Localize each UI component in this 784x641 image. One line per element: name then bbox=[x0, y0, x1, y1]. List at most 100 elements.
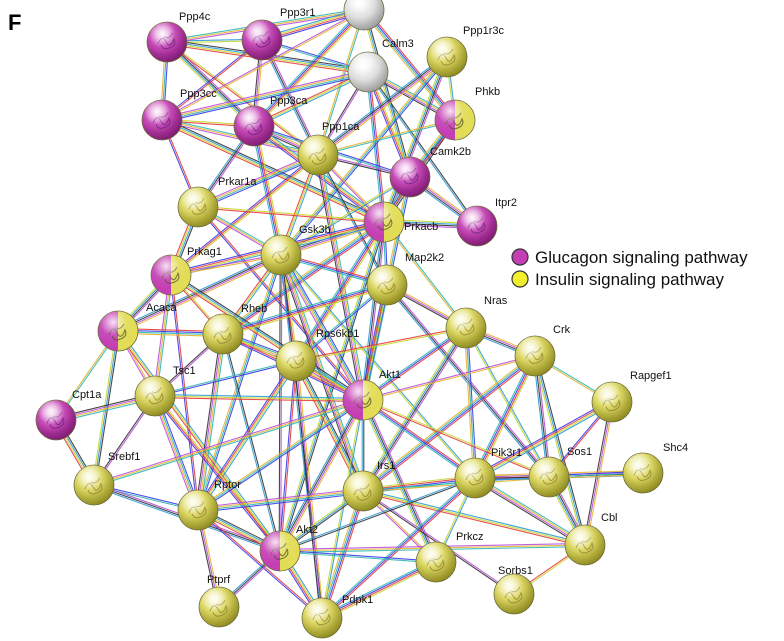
edge-strand bbox=[473, 479, 585, 548]
edge-nras-irs1 bbox=[360, 326, 469, 493]
node-highlight bbox=[276, 341, 316, 381]
node-label-itpr2: Itpr2 bbox=[495, 197, 517, 209]
node-crk[interactable]: Crk bbox=[514, 324, 571, 377]
edge-strand bbox=[368, 71, 479, 226]
edge-rptor-pdpk1 bbox=[197, 508, 323, 620]
edge-strand bbox=[296, 360, 365, 491]
node-prkar1a[interactable]: Prkar1a bbox=[177, 176, 257, 228]
edge-strand bbox=[222, 220, 384, 334]
node-sorbs1[interactable]: Sorbs1 bbox=[493, 565, 535, 615]
edge-strand bbox=[361, 326, 466, 400]
edge-strand bbox=[475, 403, 614, 481]
node-akt2[interactable]: Akt2 bbox=[259, 524, 318, 572]
edge-strand bbox=[366, 72, 477, 227]
node-akt1[interactable]: Akt1 bbox=[342, 369, 401, 421]
edge-ppp1ca-akt1 bbox=[315, 154, 366, 401]
node-shc4[interactable]: Shc4 bbox=[622, 442, 688, 494]
node-highlight bbox=[343, 471, 383, 511]
edge-strand bbox=[253, 71, 369, 127]
node-ptprf[interactable]: Ptprf bbox=[198, 574, 240, 628]
node-calm3[interactable]: Calm3 bbox=[347, 38, 414, 93]
node-ppp3r1[interactable]: Ppp3r1 bbox=[241, 7, 315, 61]
edge-strand bbox=[280, 361, 298, 552]
edge-crk-akt1 bbox=[362, 354, 536, 402]
node-highlight bbox=[151, 255, 191, 295]
edge-strand bbox=[297, 359, 366, 491]
node-highlight bbox=[348, 52, 388, 92]
edge-map2k2-rheb bbox=[222, 282, 388, 337]
edge-pik3r1-akt2 bbox=[279, 476, 476, 553]
edge-strand bbox=[280, 549, 437, 562]
node-ppp3ca[interactable]: Ppp3ca bbox=[233, 95, 308, 147]
edge-strand bbox=[162, 117, 386, 221]
edge-rps6kb1-irs1 bbox=[293, 359, 366, 493]
edge-strand bbox=[360, 400, 435, 564]
node-nras[interactable]: Nras bbox=[445, 295, 508, 349]
edge-strand bbox=[196, 398, 363, 510]
node-acaca[interactable]: Acaca bbox=[97, 302, 177, 352]
node-gsk3b[interactable]: Gsk3b bbox=[260, 224, 331, 276]
node-prkcz[interactable]: Prkcz bbox=[415, 531, 484, 583]
edge-strand bbox=[464, 328, 549, 478]
edge-strand bbox=[360, 326, 465, 491]
node-cbl[interactable]: Cbl bbox=[564, 512, 618, 566]
node-label-ppp3cc: Ppp3cc bbox=[180, 88, 217, 100]
node-rptor[interactable]: Rptor bbox=[177, 479, 241, 531]
node-pik3r1[interactable]: Pik3r1 bbox=[454, 447, 522, 499]
node-phkb[interactable]: Phkb bbox=[434, 86, 500, 141]
edge-strand bbox=[221, 219, 383, 333]
node-label-phkb: Phkb bbox=[475, 86, 500, 98]
edge-ppp3r1-ppp3cc bbox=[161, 38, 263, 122]
edge-strand bbox=[162, 73, 369, 123]
node-sos1[interactable]: Sos1 bbox=[528, 446, 592, 498]
legend-label-insulin: Insulin signaling pathway bbox=[535, 270, 725, 289]
node-prkag1[interactable]: Prkag1 bbox=[150, 246, 222, 296]
node-camk2b[interactable]: Camk2b bbox=[389, 146, 471, 198]
edge-strand bbox=[385, 57, 450, 224]
node-label-akt2: Akt2 bbox=[296, 524, 318, 536]
edge-strand bbox=[385, 285, 549, 479]
node-itpr2[interactable]: Itpr2 bbox=[456, 197, 517, 247]
edge-ppp1ca-prkag1 bbox=[169, 153, 320, 277]
edge-strand bbox=[161, 70, 368, 120]
edge-strand bbox=[362, 492, 585, 548]
edge-rapgef1-pik3r1 bbox=[473, 399, 614, 481]
edge-prkacb-nras bbox=[382, 221, 468, 329]
node-ppp3cc[interactable]: Ppp3cc bbox=[141, 88, 217, 141]
edge-strand bbox=[361, 11, 454, 122]
node-highlight bbox=[343, 380, 383, 420]
edge-strand bbox=[198, 155, 319, 209]
edge-strand bbox=[222, 283, 387, 334]
node-ppp1r3c[interactable]: Ppp1r3c bbox=[426, 25, 504, 78]
node-highlight bbox=[98, 311, 138, 351]
edge-strand bbox=[154, 359, 296, 396]
node-highlight bbox=[455, 458, 495, 498]
node-ppp1ca[interactable]: Ppp1ca bbox=[297, 121, 360, 176]
node-ppp4c[interactable]: Ppp4c bbox=[146, 11, 211, 63]
edge-strand bbox=[532, 356, 584, 546]
edge-strand bbox=[197, 510, 322, 620]
node-topgrey[interactable] bbox=[343, 0, 385, 31]
edge-strand bbox=[367, 71, 385, 223]
edge-strand bbox=[197, 254, 282, 511]
node-rps6kb1[interactable]: Rps6kb1 bbox=[275, 328, 359, 382]
node-label-calm3: Calm3 bbox=[382, 38, 414, 50]
edge-strand bbox=[282, 253, 366, 400]
edge-strand bbox=[162, 40, 263, 122]
node-srebf1[interactable]: Srebf1 bbox=[73, 451, 140, 506]
node-prkacb[interactable]: Prkacb bbox=[363, 201, 438, 243]
edge-strand bbox=[322, 563, 438, 621]
edge-strand bbox=[315, 155, 362, 401]
node-rapgef1[interactable]: Rapgef1 bbox=[591, 370, 672, 423]
edge-strand bbox=[362, 327, 467, 401]
node-cpt1a[interactable]: Cpt1a bbox=[35, 389, 102, 441]
node-tsc1[interactable]: Tsc1 bbox=[134, 365, 196, 417]
node-rheb[interactable]: Rheb bbox=[202, 303, 267, 355]
edge-strand bbox=[318, 154, 389, 285]
node-label-ptprf: Ptprf bbox=[207, 574, 231, 586]
edge-strand bbox=[363, 328, 468, 402]
edge-strand bbox=[363, 399, 438, 562]
node-irs1[interactable]: Irs1 bbox=[342, 460, 395, 512]
node-map2k2[interactable]: Map2k2 bbox=[366, 252, 444, 306]
node-pdpk1[interactable]: Pdpk1 bbox=[301, 594, 373, 639]
